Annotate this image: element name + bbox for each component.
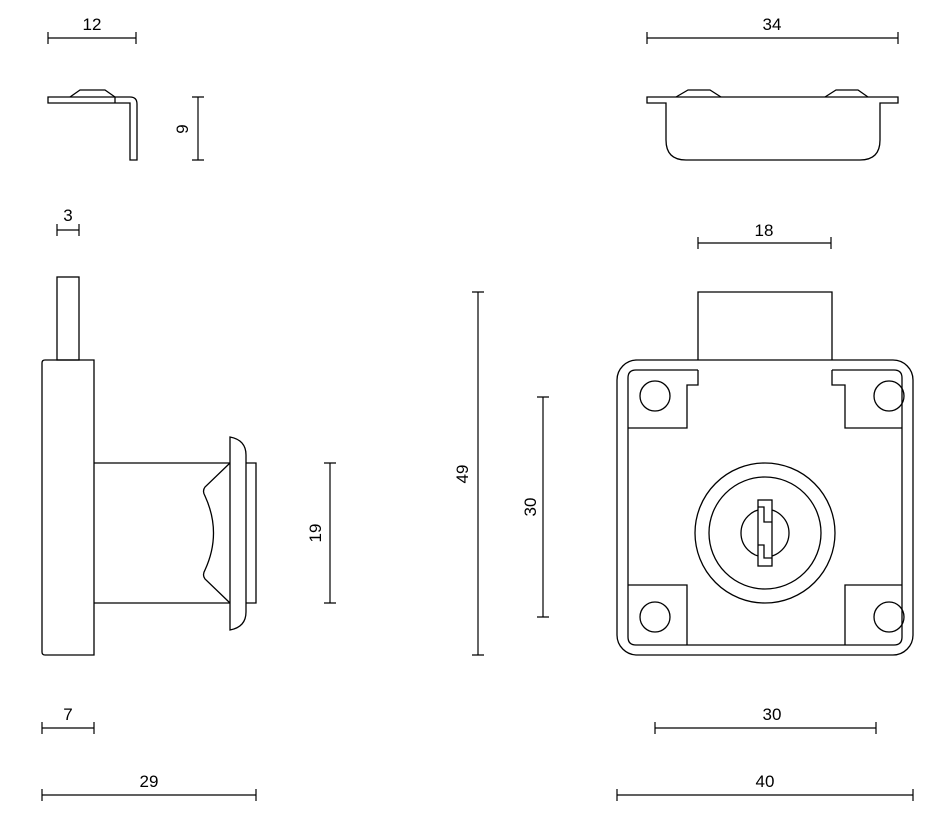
dimension-top-right-width: 34: [646, 15, 899, 44]
dimension-bolt-width: 18: [697, 221, 832, 249]
mounting-hole: [639, 601, 671, 633]
svg-text:3: 3: [63, 206, 72, 225]
side-view: [41, 276, 257, 656]
dimension-hole-spacing-horizontal: 30: [654, 705, 877, 734]
dimension-body-thickness: 7: [41, 705, 95, 734]
cylinder-inner: [708, 476, 822, 590]
svg-text:40: 40: [756, 772, 775, 791]
dimension-total-depth: 29: [41, 772, 257, 801]
svg-text:18: 18: [755, 221, 774, 240]
keyhole-icon: [757, 499, 773, 567]
dimension-cylinder-diameter: 19: [306, 462, 336, 604]
front-view: [616, 291, 914, 656]
dimension-top-left-width: 12: [47, 15, 137, 44]
svg-text:30: 30: [521, 498, 540, 517]
dimension-total-height: 49: [453, 291, 484, 656]
mounting-hole: [873, 601, 905, 633]
svg-text:30: 30: [763, 705, 782, 724]
svg-text:12: 12: [83, 15, 102, 34]
top-right-profile-view: [646, 89, 899, 161]
svg-text:49: 49: [453, 465, 472, 484]
cylinder-outer: [694, 462, 836, 604]
svg-text:19: 19: [306, 524, 325, 543]
svg-text:7: 7: [63, 705, 72, 724]
mounting-hole: [639, 380, 671, 412]
svg-text:34: 34: [763, 15, 782, 34]
dimension-top-left-height: 9: [173, 96, 204, 161]
dimension-hole-spacing-vertical: 30: [521, 396, 549, 618]
svg-text:9: 9: [173, 124, 192, 133]
mounting-hole: [873, 380, 905, 412]
dimension-body-width: 40: [616, 772, 914, 801]
svg-text:29: 29: [140, 772, 159, 791]
top-left-profile-view: [47, 89, 138, 161]
dimension-bolt-thickness: 3: [56, 206, 80, 236]
